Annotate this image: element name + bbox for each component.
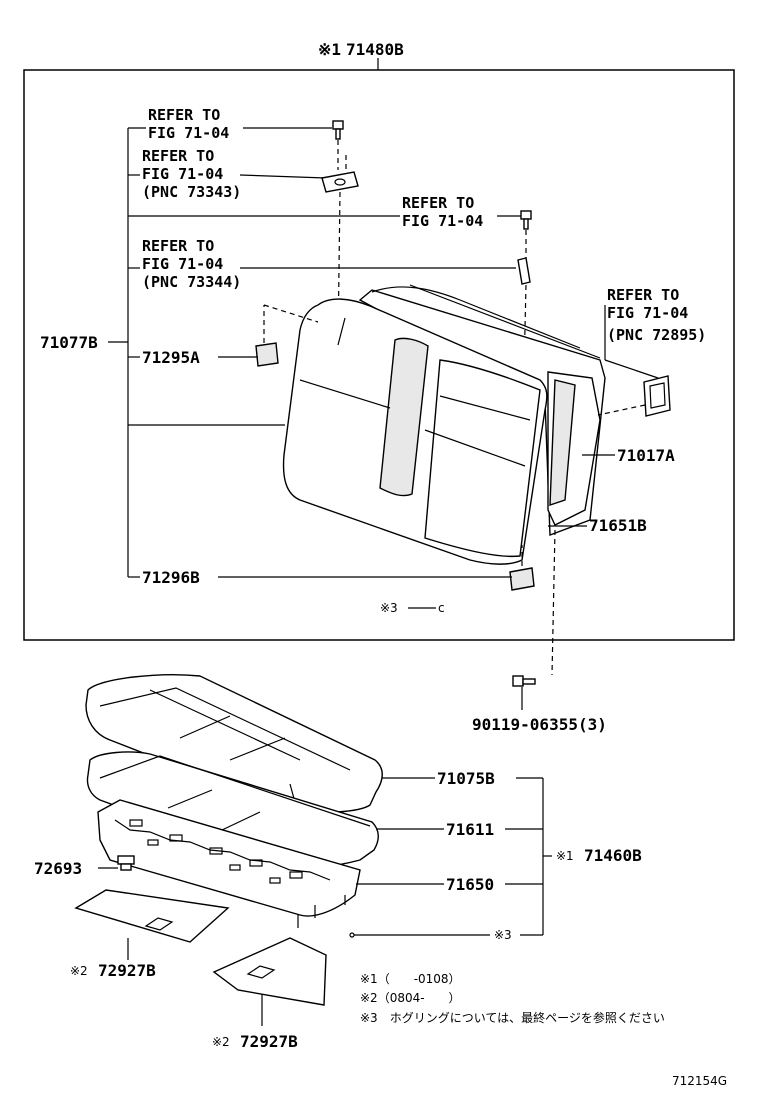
clip-71295A-icon xyxy=(255,342,279,367)
label-71295A: 71295A xyxy=(142,348,200,367)
seatback-cushion xyxy=(282,284,606,565)
label-72927B-2: 72927B xyxy=(240,1032,298,1051)
ref-1-line1: REFER TO xyxy=(148,106,220,124)
assembly-top-mark: ※1 xyxy=(318,40,341,59)
ref-3-line1: REFER TO xyxy=(402,194,474,212)
label-71077B: 71077B xyxy=(40,333,98,352)
ref-2-line1: REFER TO xyxy=(142,147,214,165)
ref-1-line2: FIG 71-04 xyxy=(148,124,229,142)
label-71650: 71650 xyxy=(446,875,494,894)
ref-5-line2: FIG 71-04 xyxy=(607,304,688,322)
sheet-72927B-left-icon xyxy=(74,889,230,943)
ref-4-line2: FIG 71-04 xyxy=(142,255,223,273)
assembly-top-code: 71480B xyxy=(346,40,404,59)
label-71017A: 71017A xyxy=(617,446,675,465)
ref-5-line3: (PNC 72895) xyxy=(607,326,706,344)
label-72693: 72693 xyxy=(34,859,82,878)
ref-3-line2: FIG 71-04 xyxy=(402,212,483,230)
bracket-73343-icon xyxy=(321,171,359,193)
label-72927B-1: 72927B xyxy=(98,961,156,980)
label-71611: 71611 xyxy=(446,820,494,839)
clip-71296B-icon xyxy=(509,567,535,591)
seat-cushion xyxy=(85,674,383,928)
figure-id: 712154G xyxy=(672,1074,727,1088)
note-2: ※2（0804- ） xyxy=(360,991,461,1005)
label-71075B: 71075B xyxy=(437,769,495,788)
seatback-assembly-frame xyxy=(23,69,735,641)
label-71296B: 71296B xyxy=(142,568,200,587)
mark-72927B-1: ※2 xyxy=(70,964,88,978)
mark-71460B: ※1 xyxy=(556,849,574,863)
ref-4-line3: (PNC 73344) xyxy=(142,273,241,291)
bolt-right-icon xyxy=(520,210,532,230)
clip-72693-icon xyxy=(117,855,135,871)
label-90119-06355: 90119-06355(3) xyxy=(472,715,607,734)
svg-text:c: c xyxy=(438,601,445,615)
ref-5-line1: REFER TO xyxy=(607,286,679,304)
label-71460B: 71460B xyxy=(584,846,642,865)
note-1: ※1（ -0108） xyxy=(360,972,461,986)
sheet-72927B-right-icon xyxy=(212,937,327,1006)
ref-4-line1: REFER TO xyxy=(142,237,214,255)
mark-72927B-2: ※2 xyxy=(212,1035,230,1049)
headrest-support-72895-icon xyxy=(643,375,671,417)
label-71651B: 71651B xyxy=(589,516,647,535)
bolt-90119-icon xyxy=(512,675,536,687)
bolt-icon xyxy=(332,120,344,140)
hog-ring-mark-lower: ※3 xyxy=(494,928,512,942)
hog-ring-mark-box: ※3 xyxy=(380,601,398,615)
hook-73344-icon xyxy=(517,257,531,285)
note-3: ※3 ホグリングについては、最終ページを参照ください xyxy=(360,1010,665,1025)
ref-2-line2: FIG 71-04 xyxy=(142,165,223,183)
ref-2-line3: (PNC 73343) xyxy=(142,183,241,201)
